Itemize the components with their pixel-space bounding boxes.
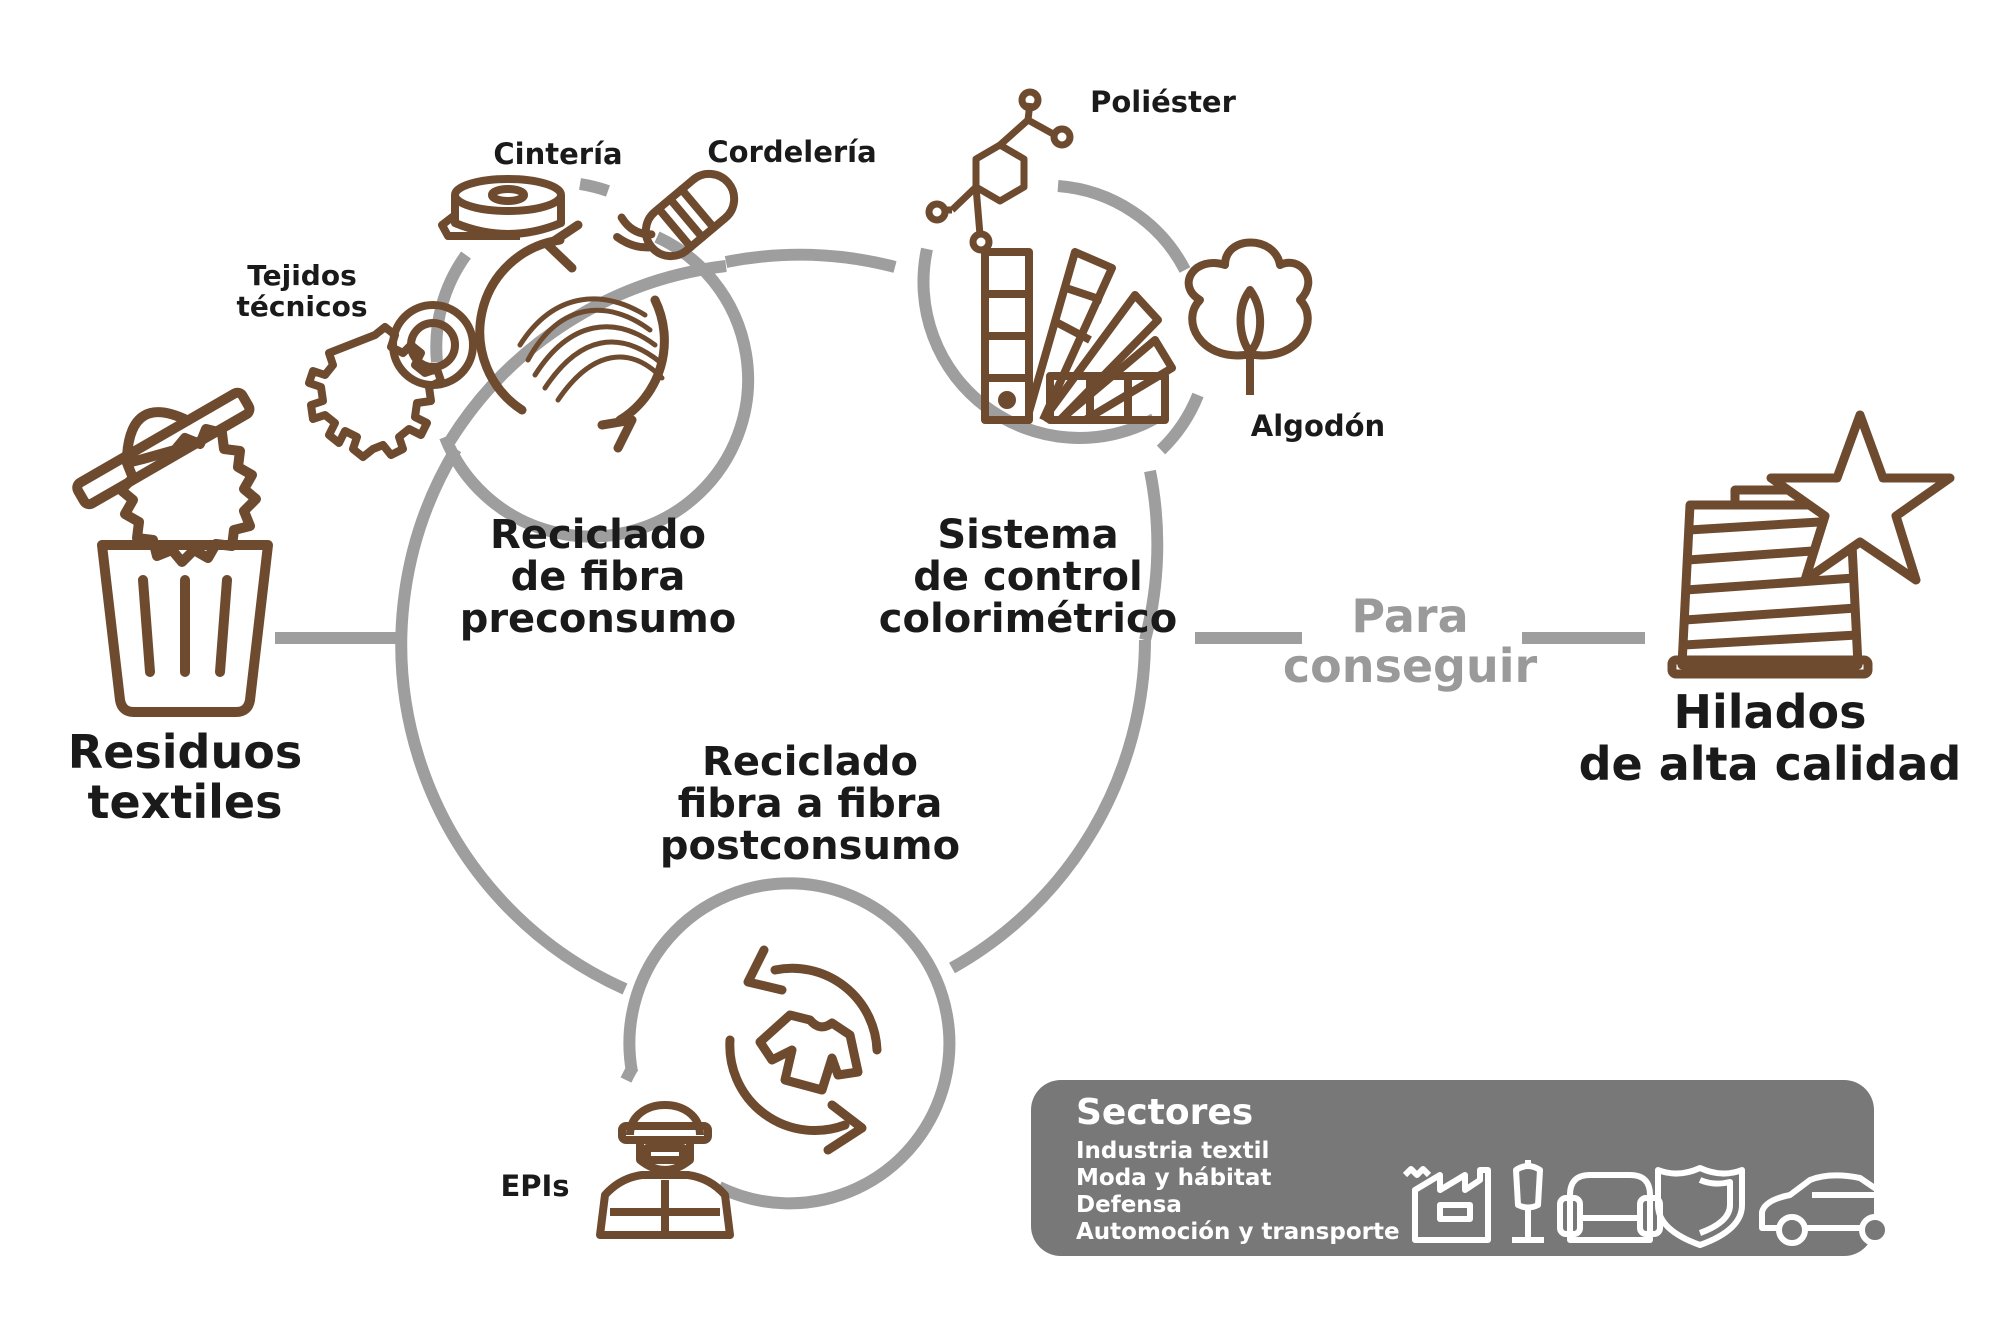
ribbon-roll-icon [438, 175, 565, 240]
colorimetrico-label-line2: de control [913, 554, 1142, 600]
rope-icon [613, 169, 739, 261]
color-swatch-fan-icon [981, 248, 1176, 424]
sectores-item-1: Moda y hábitat [1076, 1165, 1271, 1191]
mannequin-icon [1512, 1160, 1544, 1243]
protective-worker-icon [596, 1101, 734, 1239]
para-label-line1: Para [1351, 589, 1468, 643]
sectores-title: Sectores [1076, 1092, 1253, 1133]
molecule-icon [925, 88, 1074, 254]
recycle-shirt-icon [725, 945, 882, 1155]
hilados-label-line2: de alta calidad [1579, 737, 1962, 791]
preconsumo-label-line3: preconsumo [460, 596, 737, 642]
sectores-panel [1031, 1080, 1874, 1256]
hilados-label-line1: Hilados [1674, 685, 1867, 739]
trash-bin-icon [72, 387, 273, 717]
para-label-line2: conseguir [1283, 639, 1538, 693]
tejidos-label-line2: técnicos [236, 290, 367, 323]
residuos-label-line2: textiles [88, 775, 283, 829]
ring-postconsumo [620, 877, 956, 1210]
sectores-item-0: Industria textil [1076, 1138, 1269, 1164]
shield-icon [1655, 1165, 1745, 1248]
sectores-item-3: Automoción y transporte [1076, 1219, 1400, 1245]
cinteria-label: Cintería [493, 137, 622, 171]
poliester-label: Poliéster [1090, 85, 1237, 119]
postconsumo-label-line1: Reciclado [702, 739, 918, 785]
epis-label: EPIs [500, 1169, 569, 1203]
preconsumo-label-line1: Reciclado [490, 512, 706, 558]
car-icon [1759, 1172, 1908, 1246]
postconsumo-label-line2: fibra a fibra [678, 781, 943, 827]
postconsumo-label-line3: postconsumo [660, 823, 960, 869]
yarn-cone-star-icon [1667, 410, 1955, 679]
colorimetrico-label-line3: colorimétrico [879, 596, 1177, 642]
residuos-label-line1: Residuos [68, 725, 302, 779]
preconsumo-label-line2: de fibra [511, 554, 686, 600]
factory-icon [1402, 1166, 1491, 1243]
tejidos-label-line1: Tejidos [247, 259, 357, 292]
recycle-fibers-icon [475, 220, 669, 453]
connector-lines [275, 248, 1645, 995]
colorimetrico-label-line1: Sistema [937, 512, 1118, 558]
gear-icon [305, 301, 477, 461]
sofa-icon [1557, 1172, 1663, 1243]
cotton-icon [1184, 238, 1313, 395]
cordeleria-label: Cordelería [707, 135, 876, 169]
sectores-item-2: Defensa [1076, 1192, 1182, 1218]
algodon-label: Algodón [1251, 409, 1385, 443]
